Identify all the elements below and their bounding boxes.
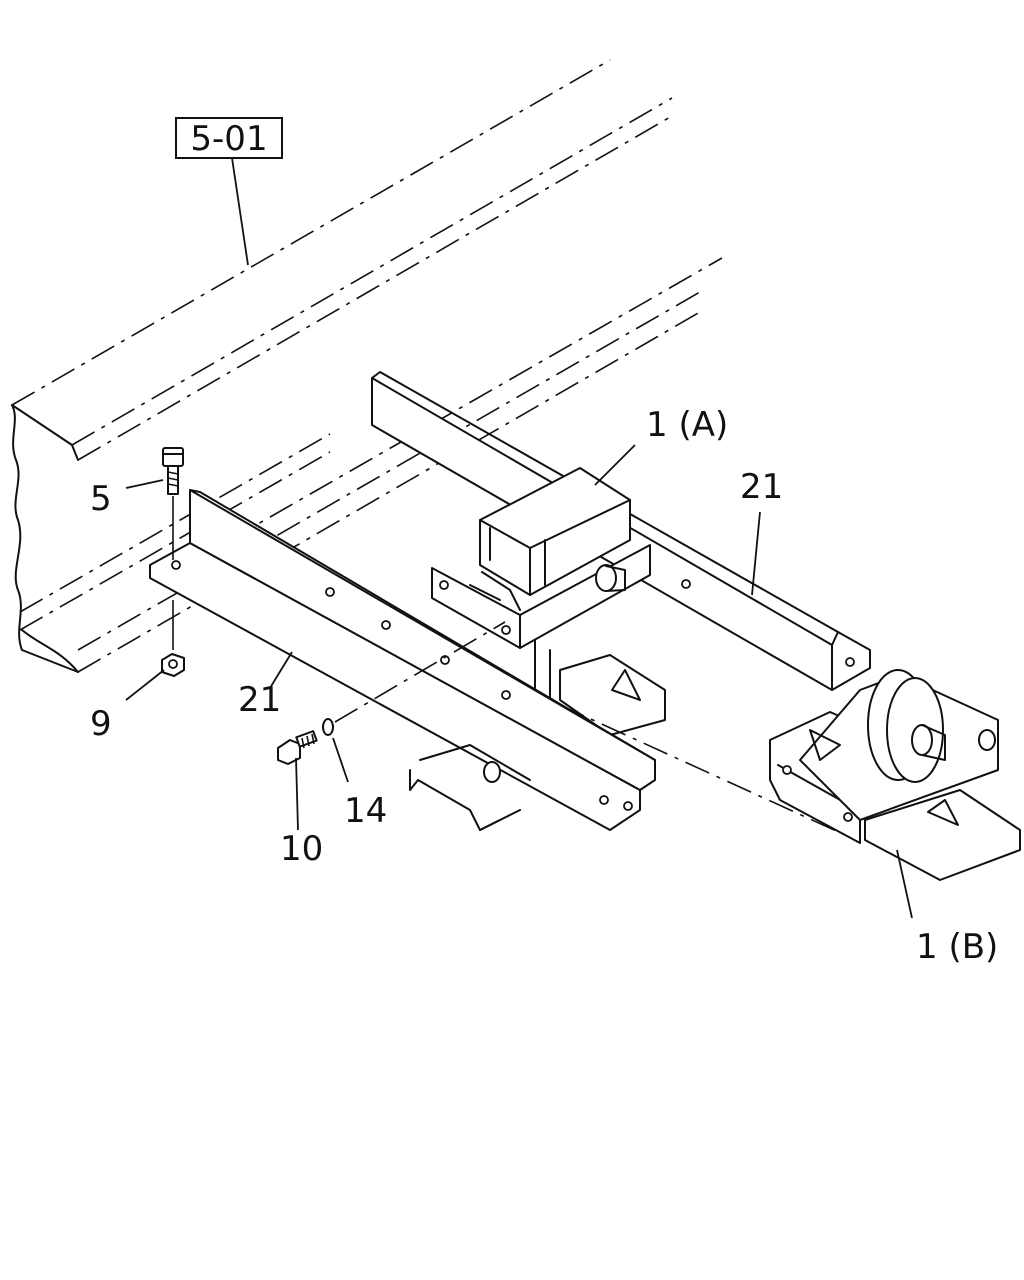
nut-9 xyxy=(161,600,185,677)
bolt-10 xyxy=(277,730,318,765)
callout-9: 9 xyxy=(90,704,112,744)
callout-14: 14 xyxy=(344,791,387,831)
mount-1a xyxy=(431,467,666,736)
bolt-5 xyxy=(162,447,184,560)
callout-1b: 1 (B) xyxy=(916,927,998,967)
callout-1a: 1 (A) xyxy=(646,405,728,445)
frame-rail xyxy=(11,59,723,673)
cross-channel xyxy=(409,744,531,831)
mount-1b xyxy=(769,669,1021,881)
callout-21-top: 21 xyxy=(740,467,783,507)
callout-21-mid: 21 xyxy=(238,680,281,720)
washer-14 xyxy=(322,718,334,736)
callout-10: 10 xyxy=(280,829,323,869)
reference-box-label: 5-01 xyxy=(190,119,267,159)
reference-box-5-01: 5-01 xyxy=(175,117,283,159)
callout-5: 5 xyxy=(90,479,112,519)
leader-lines xyxy=(125,157,913,919)
